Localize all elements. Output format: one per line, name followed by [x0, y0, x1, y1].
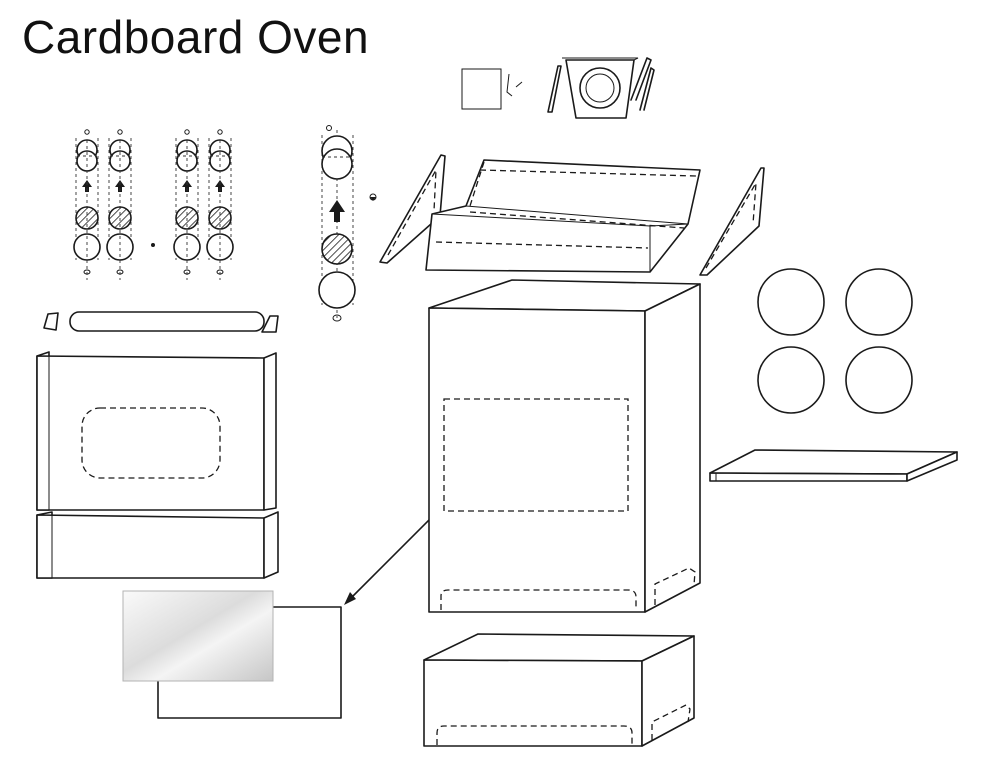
burner-circle-bottom-left	[757, 346, 825, 414]
burner-knob-assembly-2	[106, 129, 134, 281]
small-square-part	[461, 68, 523, 110]
cutout-to-window-arrow	[344, 505, 444, 605]
burner-circle-top-left	[757, 268, 825, 336]
oven-handle-part	[43, 311, 279, 333]
burner-circle-top-right	[845, 268, 913, 336]
spare-fastener-dot	[151, 243, 155, 247]
oven-knob-assembly	[318, 125, 356, 322]
burner-knob-assembly-3	[173, 129, 201, 281]
burner-knob-assembly-1	[73, 129, 101, 281]
back-panel-part	[379, 154, 765, 276]
oven-door-part	[36, 351, 277, 511]
window-glass-pieces	[122, 590, 342, 719]
oven-body-part	[428, 279, 701, 613]
burner-circle-bottom-right	[845, 346, 913, 414]
drawer-front-part	[36, 511, 279, 579]
burner-knob-assembly-4	[206, 129, 234, 281]
drawer-box-part	[423, 633, 695, 747]
fan-unit-part	[547, 57, 655, 119]
oven-knob-fastener	[369, 193, 377, 201]
diagram-title: Cardboard Oven	[22, 11, 370, 63]
oven-shelf-part	[709, 449, 958, 482]
